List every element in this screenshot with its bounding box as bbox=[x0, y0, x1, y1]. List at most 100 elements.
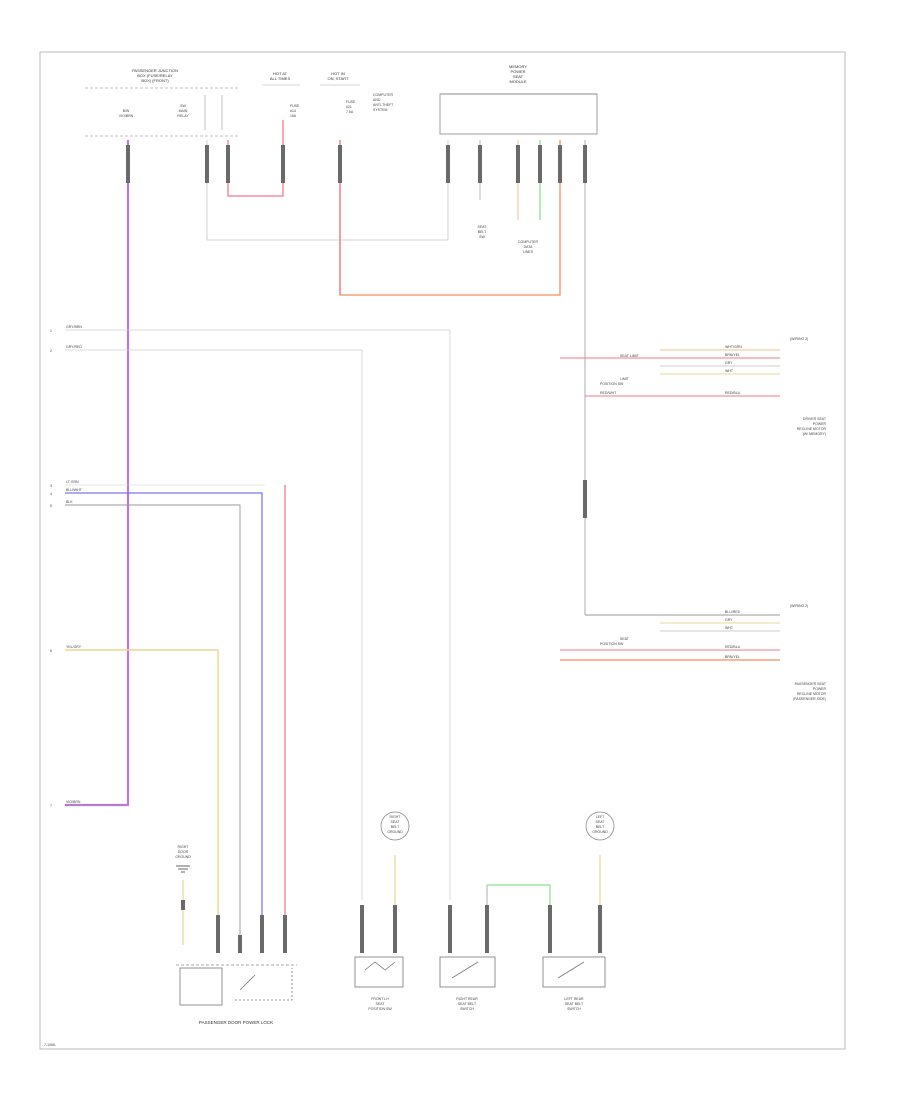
wire-violet bbox=[65, 140, 130, 807]
ground-label: B/W bbox=[123, 109, 130, 113]
right-lower-tag: (WIRING 2) bbox=[790, 604, 808, 608]
fuse-a-line-2: ALL TIMES bbox=[270, 76, 291, 81]
wire-blk bbox=[65, 504, 241, 935]
left-wire-id-5: 5 bbox=[50, 504, 52, 508]
wire-yel-gry bbox=[65, 649, 219, 915]
fuse-b: HOT IN ON, START FUSE #21 7.5A COMPUTER … bbox=[320, 71, 394, 114]
fuse-b-line-2: ON, START bbox=[328, 76, 350, 81]
wire-gry-brn bbox=[65, 329, 451, 900]
right-lower-row-2: GRY bbox=[725, 618, 733, 622]
ground-mid-icon bbox=[380, 811, 410, 841]
left-wire-labels: 1 GRY/BRN 2 GRY/RED 3 LT GRN 4 BLU/WHT 5… bbox=[50, 325, 83, 808]
comp-mid-1: FRONT LH bbox=[371, 997, 389, 1001]
right-upper-row-1: WHT/GRN bbox=[725, 345, 742, 349]
right-rear-belt-switch: RIGHT REAR SEAT BELT SWITCH bbox=[439, 956, 496, 1011]
fuse-a-sub-1: FUSE bbox=[290, 104, 300, 108]
comp-right1-2: SEAT BELT bbox=[458, 1002, 477, 1006]
module-sub-a-1: SEAT bbox=[478, 225, 488, 229]
right-upper-title-1: DRIVER SEAT bbox=[803, 417, 827, 421]
ground-right-1: LEFT bbox=[596, 815, 605, 819]
left-wire-label-6: YEL/GRY bbox=[66, 645, 82, 649]
right-upper-row-3: GRY bbox=[725, 361, 733, 365]
comp-mid-2: SEAT bbox=[376, 1002, 386, 1006]
ground-right-2: SEAT bbox=[596, 820, 606, 824]
right-upper-row-label-4: RED/WHT bbox=[600, 391, 617, 395]
right-lower-row-5: BRN/YEL bbox=[725, 655, 740, 659]
module-title-3: SEAT bbox=[513, 74, 524, 79]
left-rear-belt-switch: LEFT REAR SEAT BELT SWITCH bbox=[542, 956, 606, 1011]
fuse-b-sub-3: 7.5A bbox=[346, 110, 354, 114]
connectors bbox=[126, 145, 602, 953]
right-upper-title-4: (W/ MEMORY) bbox=[803, 432, 826, 436]
left-wire-label-2: GRY/RED bbox=[66, 345, 82, 349]
door-lock-assembly: PASSENGER DOOR POWER LOCK bbox=[176, 964, 297, 1025]
seat-position-switch: FRONT LH SEAT POSITION SW bbox=[354, 956, 404, 1011]
left-wire-id-7: 7 bbox=[50, 804, 52, 808]
fuse-side-right-3: ANTI-THEFT bbox=[373, 103, 394, 107]
wire-gray-top bbox=[206, 140, 449, 241]
right-lower-row-3: WHT bbox=[725, 626, 734, 630]
right-lower-title-4: (PASSENGER SIDE) bbox=[793, 697, 826, 701]
ground-mid-4: GROUND bbox=[387, 830, 403, 834]
module-sub-a-2: BELT bbox=[478, 230, 487, 234]
fuse-a-line-1: HOT AT bbox=[273, 71, 288, 76]
ground-left-3: GROUND bbox=[175, 855, 191, 859]
right-upper-row-label-2: LIMIT bbox=[620, 377, 630, 381]
module-title-4: MODULE bbox=[509, 79, 526, 84]
module-sub-b-2: DATA bbox=[524, 245, 533, 249]
left-wire-id-1: 1 bbox=[50, 329, 52, 333]
comp-mid-3: POSITION SW bbox=[368, 1007, 392, 1011]
right-lower-row-1: BLU/RED bbox=[725, 610, 741, 614]
ground-right-4: GROUND bbox=[592, 830, 608, 834]
ground-left-1: RIGHT bbox=[178, 845, 190, 849]
module-title-2: POWER bbox=[510, 69, 525, 74]
ground-mid: RIGHT SEAT BELT GROUND bbox=[380, 811, 410, 841]
ground-left-icon bbox=[176, 865, 190, 873]
fuse-block-title-3: BOX) (FRONT) bbox=[141, 78, 169, 83]
ground-mid-1: RIGHT bbox=[390, 815, 402, 819]
comp-right2-3: SWITCH bbox=[567, 1007, 581, 1011]
right-upper-row-label-1: SEAT LIMIT bbox=[620, 354, 640, 358]
memory-module: MEMORY POWER SEAT MODULE SEAT BELT SW CO… bbox=[439, 64, 598, 254]
fuse-b-sub-2: #21 bbox=[346, 105, 352, 109]
ground-mid-2: SEAT bbox=[391, 820, 401, 824]
ground-right: LEFT SEAT BELT GROUND bbox=[585, 811, 615, 841]
comp-right1-3: SWITCH bbox=[460, 1007, 474, 1011]
wire-blu-wht bbox=[65, 492, 263, 915]
left-wire-label-4: BLU/WHT bbox=[66, 488, 83, 492]
left-wire-id-2: 2 bbox=[50, 349, 52, 353]
fuse-a: HOT AT ALL TIMES FUSE #14 15A bbox=[262, 71, 300, 118]
fuse-block-title-1: PASSENGER JUNCTION bbox=[132, 68, 178, 73]
right-lower-row-4: RED/BLU bbox=[725, 645, 741, 649]
right-upper-tag: (WIRING 2) bbox=[790, 337, 808, 341]
ground-left-2: DOOR bbox=[178, 850, 189, 854]
fuse-side-right-2: AND bbox=[373, 98, 381, 102]
fuse-a-sub-2: #14 bbox=[290, 109, 296, 113]
right-lower-bundle: (WIRING 2) SEAT POSITION SW BLU/RED GRY … bbox=[560, 604, 827, 701]
fuse-side-left-1: SW bbox=[180, 104, 186, 108]
fuse-side-left-3: RELAY bbox=[177, 114, 189, 118]
ground-right-icon bbox=[585, 811, 615, 841]
ground-left: RIGHT DOOR GROUND bbox=[175, 845, 191, 873]
fuse-b-sub-1: FUSE bbox=[346, 100, 356, 104]
right-upper-bundle: (WIRING 2) SEAT LIMIT LIMIT POSITION SW … bbox=[560, 337, 827, 436]
fuse-side-right-1: COMPUTER bbox=[373, 93, 394, 97]
right-lower-title-3: RECLINE MOTOR bbox=[797, 692, 827, 696]
fuse-a-sub-3: 15A bbox=[290, 114, 297, 118]
right-upper-row-2: BRN/YEL bbox=[725, 353, 740, 357]
door-lock-label: PASSENGER DOOR POWER LOCK bbox=[199, 1020, 273, 1025]
fuse-side-left-2: MAIN bbox=[179, 109, 188, 113]
ground-mid-3: BELT bbox=[391, 825, 400, 829]
module-sub-b-1: COMPUTER bbox=[518, 240, 539, 244]
ground-right-3: BELT bbox=[596, 825, 605, 829]
diagram-frame bbox=[39, 51, 846, 1050]
left-wire-label-1: GRY/BRN bbox=[66, 325, 82, 329]
right-upper-row-4: WHT bbox=[725, 369, 734, 373]
right-lower-row-label-2: POSITION SW bbox=[600, 642, 624, 646]
right-lower-title-1: PASSENGER SEAT bbox=[795, 682, 827, 686]
fuse-block-title-2: BOX (FUSE/RELAY bbox=[137, 73, 173, 78]
left-wire-label-5: BLK bbox=[66, 500, 73, 504]
module-sub-b-3: LINES bbox=[523, 250, 534, 254]
module-title-1: MEMORY bbox=[509, 64, 527, 69]
comp-right2-1: LEFT REAR bbox=[564, 997, 584, 1001]
